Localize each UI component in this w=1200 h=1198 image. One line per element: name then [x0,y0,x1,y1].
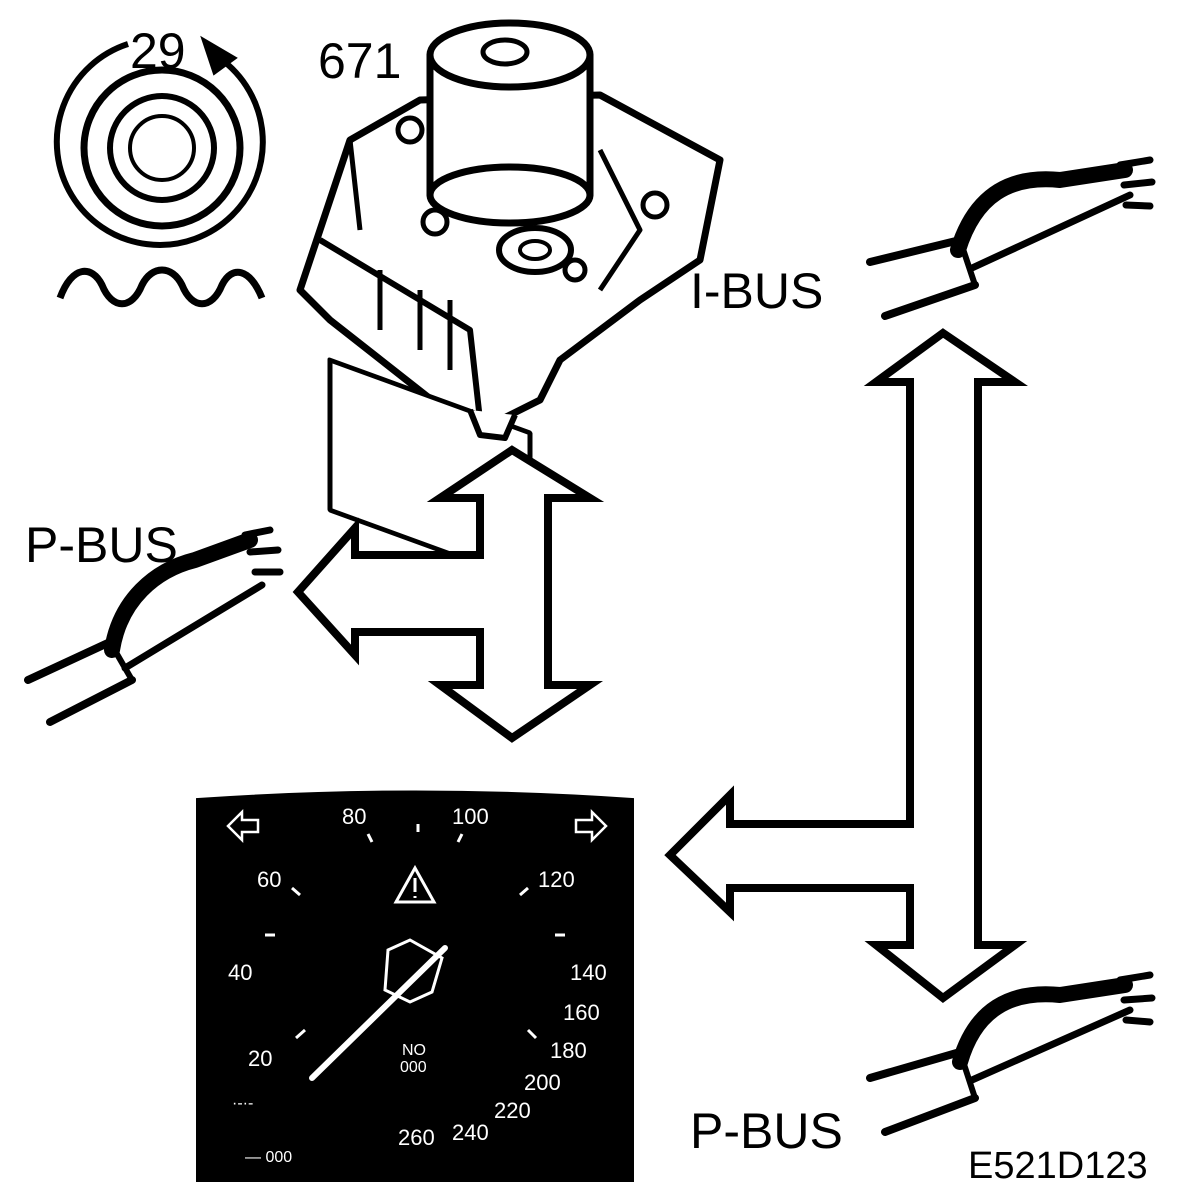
right-bus-arrow [664,328,1028,1004]
speedometer-caption: 000 [400,1059,427,1076]
speedometer-tick [295,1028,306,1040]
speedometer-tick [366,833,374,843]
cable-connector-icon [24,526,284,726]
speedometer-numeral: 220 [494,1098,531,1123]
left-bus-arrow [292,445,605,743]
speedometer-numeral: 160 [563,1000,600,1025]
turn-signal-arrow-icon [574,808,608,844]
speedometer-numeral: 100 [452,804,489,829]
abs-control-module-icon [296,19,724,586]
speedometer-tick [526,1028,538,1040]
speedometer-numeral: 240 [452,1120,489,1145]
speedometer-caption: — 000 [245,1149,292,1166]
speedometer-needle [309,945,448,1081]
speedometer-numeral: 40 [228,960,252,985]
figure-code-label: E521D123 [968,1145,1148,1187]
speedometer-tick [519,886,529,897]
speedometer-numeral: 80 [342,804,366,829]
sensor-number-label: 29 [130,23,186,79]
speedometer-tick [291,886,301,897]
speedometer-numeral: 180 [550,1038,587,1063]
ibus-label: I-BUS [690,263,823,319]
speedometer-caption: NO [402,1042,426,1059]
speedometer-numeral: 120 [538,867,575,892]
pbus-left-label: P-BUS [25,517,178,573]
cable-connector-icon [866,971,1156,1136]
speedometer-ticks [265,824,565,1040]
speedometer-numeral: 140 [570,960,607,985]
turn-signal-arrow-icon [226,808,260,844]
speedometer-caption: ·-·- [232,1095,253,1112]
module-number-label: 671 [318,33,401,89]
speedometer-numeral: 200 [524,1070,561,1095]
speedometer-numeral: 260 [398,1125,435,1150]
cable-connector-icon [866,156,1156,320]
wheel-speed-sensor-icon [53,35,266,308]
warning-triangle-icon [393,864,437,904]
speedometer-hub [383,938,444,1004]
pbus-right-label: P-BUS [690,1103,843,1159]
speedometer-numeral: 60 [257,867,281,892]
speedometer-numeral: 20 [248,1046,272,1071]
speedometer-tick [456,833,464,843]
